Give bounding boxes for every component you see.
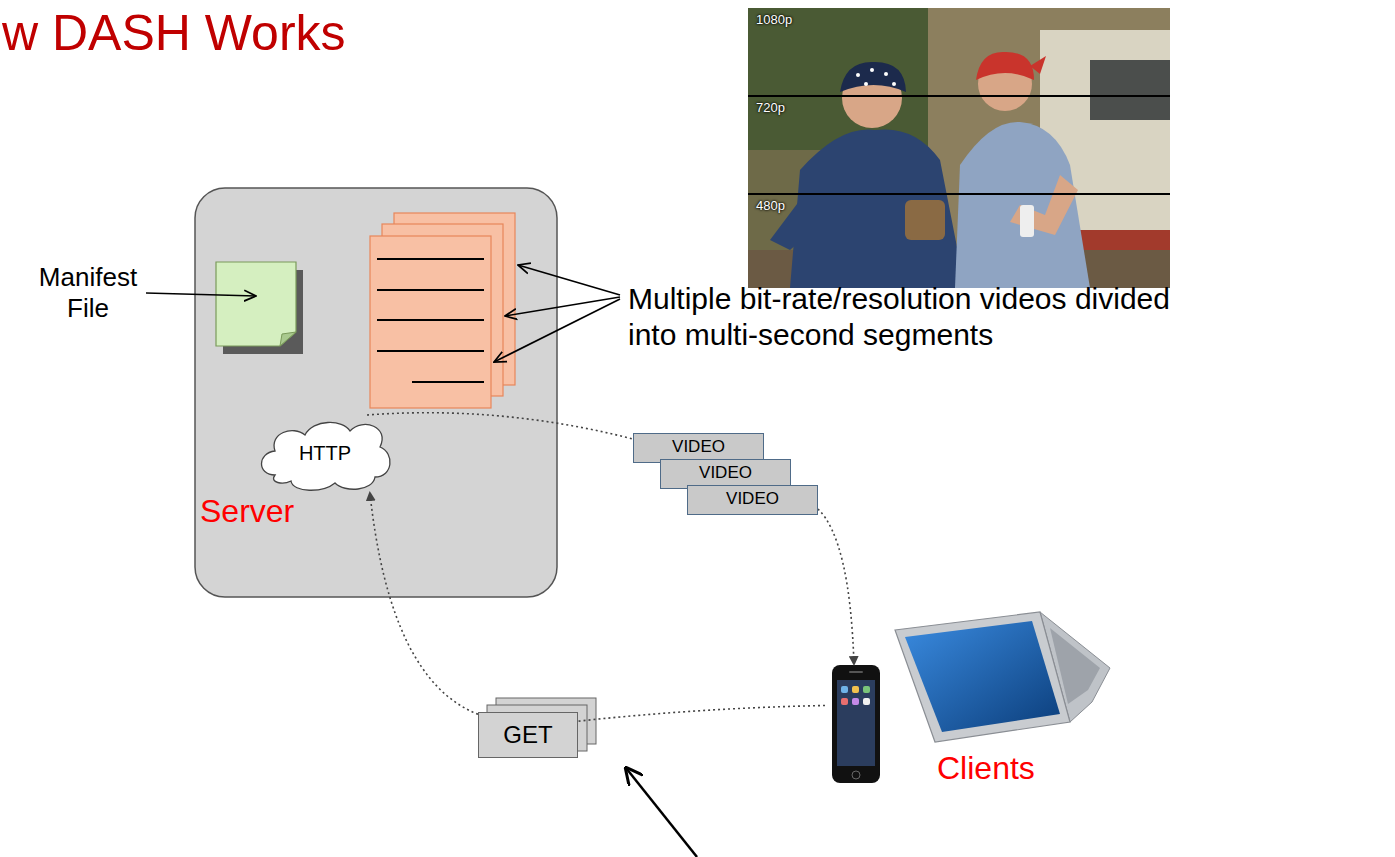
- manifest-page: [216, 262, 303, 354]
- phone-icon-part: [832, 665, 880, 783]
- resolution-divider: [748, 193, 1170, 195]
- leader-arrows: [146, 265, 697, 857]
- video-still-part: [1090, 60, 1170, 120]
- video-still-part: [864, 82, 868, 86]
- segment-stack-part: [377, 319, 484, 321]
- laptop-icon-part: [895, 612, 1070, 742]
- http-cloud: HTTP: [255, 415, 395, 492]
- phone-icon-part: [841, 686, 848, 693]
- manifest-label: Manifest File: [24, 262, 152, 324]
- phone-icon-part: [863, 698, 870, 705]
- video-still: [748, 8, 1170, 288]
- phone-icon-part: [849, 671, 863, 673]
- leader-arrows-part: [505, 297, 620, 316]
- segments-note: Multiple bit-rate/resolution videos divi…: [628, 281, 1218, 353]
- phone-icon-part: [852, 698, 859, 705]
- video-still-part: [892, 82, 896, 86]
- phone-icon-part: [841, 698, 848, 705]
- video-still-part: [976, 52, 1034, 80]
- clients-label: Clients: [937, 750, 1035, 787]
- segment-stack-part: [412, 381, 484, 383]
- dotted-connector: [367, 413, 633, 439]
- dotted-connector: [370, 492, 478, 714]
- resolution-tag: 1080p: [756, 12, 792, 28]
- video-still-part: [870, 68, 874, 72]
- node-label: VIDEO: [688, 489, 817, 509]
- leader-arrows-part: [626, 768, 697, 857]
- segment-stack-part: [377, 289, 484, 291]
- dotted-connector: [578, 706, 825, 722]
- slide-title: w DASH Works: [2, 4, 346, 62]
- get-request: GET: [478, 712, 578, 758]
- server-box-ground: [195, 188, 557, 597]
- server-ground: [195, 188, 557, 597]
- laptop-icon-part: [905, 621, 1060, 732]
- video-still-part: [884, 72, 888, 76]
- segment-stack-part: [370, 236, 491, 408]
- manifest-page-part: [216, 262, 296, 346]
- leader-arrows-part: [494, 299, 620, 362]
- node-label: VIDEO: [661, 463, 790, 483]
- dotted-connector: [818, 509, 854, 665]
- node-label: GET: [503, 721, 552, 749]
- video-still-part: [905, 200, 945, 240]
- phone-icon-part: [863, 686, 870, 693]
- phone-icon-part: [852, 686, 859, 693]
- resolution-tag: 720p: [756, 100, 785, 116]
- resolution-divider: [748, 95, 1170, 97]
- resolution-tag: 480p: [756, 198, 785, 214]
- video-still-part: [856, 73, 860, 77]
- node-label: HTTP: [299, 442, 351, 465]
- video-still-part: [955, 122, 1090, 288]
- video-still-part: [1020, 205, 1034, 237]
- cloud-shape: [262, 422, 391, 490]
- leader-arrows-part: [146, 293, 256, 296]
- phone-icon-part: [852, 771, 860, 779]
- leader-arrows-part: [518, 265, 620, 295]
- segment-stack-part: [377, 258, 484, 260]
- server-label: Server: [200, 493, 294, 530]
- client-group: Clients: [825, 665, 1115, 800]
- request-stack: [487, 698, 596, 751]
- phone-icon: [832, 665, 880, 783]
- video-still-part: [1030, 56, 1046, 74]
- segment-stack: [370, 213, 515, 408]
- manifest-page-part: [280, 332, 296, 346]
- connectors: [367, 413, 854, 721]
- segment-stack-part: [377, 350, 484, 352]
- phone-icon-part: [837, 680, 875, 766]
- node-label: VIDEO: [634, 437, 763, 457]
- video-still-part: [840, 62, 906, 92]
- laptop-icon: [895, 612, 1110, 742]
- server-box: Server HTTP: [195, 188, 557, 597]
- video-segment: VIDEO: [687, 485, 818, 515]
